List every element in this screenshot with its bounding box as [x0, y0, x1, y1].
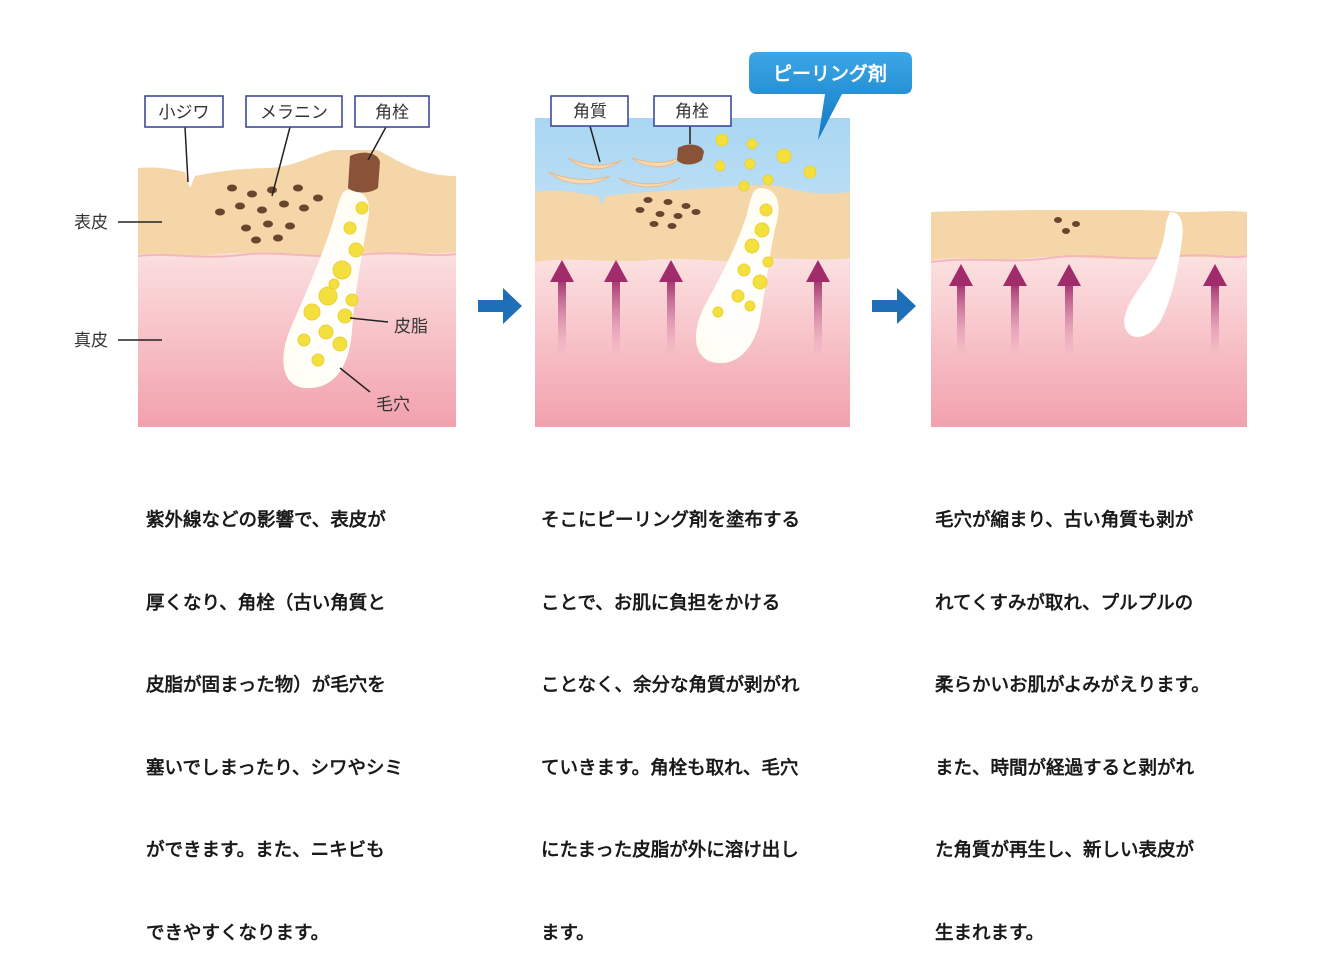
panel1-illustration: [138, 150, 456, 427]
panel2-desc-line: ことで、お肌に負担をかける: [541, 592, 781, 614]
dermis-edge-3: [931, 254, 1247, 263]
plug-label-box: [354, 95, 430, 128]
panel3-desc-line: れてくすみが取れ、プルプルの: [935, 592, 1194, 614]
peeling-callout-bubble: [749, 52, 912, 140]
pore-label: 毛穴: [376, 395, 410, 415]
panel1-desc-line: 厚くなり、角栓（古い角質と: [146, 592, 386, 614]
floating-keratin-plug: [677, 144, 704, 165]
plug-label-box-2: [653, 95, 732, 127]
epidermis-layer: [138, 150, 456, 256]
plug-label-2: 角栓: [675, 102, 709, 122]
panel2-callouts: 角質 角栓 ピーリング剤: [550, 52, 912, 163]
panel1-description: 紫外線などの影響で、表皮が 厚くなり、角栓（古い角質と 皮脂が固まった物）が毛穴…: [146, 452, 403, 975]
panel1-desc-line: 皮脂が固まった物）が毛穴を: [146, 675, 386, 696]
dermis-layer-3: [931, 250, 1247, 427]
panel3-desc-line: 生まれます。: [935, 922, 1045, 944]
step-arrow-1: [478, 288, 522, 324]
skin-peeling-diagram: 小ジワ メラニン 角栓 表皮 真皮 皮脂 毛穴: [74, 52, 1247, 427]
dermis-layer-2: [535, 250, 850, 427]
keratin-plug: [348, 152, 380, 193]
panel1-desc-line: 紫外線などの影響で、表皮が: [146, 510, 386, 531]
panel2-desc-line: にたまった皮脂が外に溶け出し: [541, 840, 799, 861]
wrinkle-label-box: [144, 95, 224, 128]
pore-3: [1124, 212, 1183, 337]
regeneration-arrows-3: [949, 264, 1227, 354]
panel2-desc-line: ます。: [541, 922, 595, 944]
panel3-desc-line: 柔らかいお肌がよみがえります。: [935, 675, 1210, 696]
panel2-description: そこにピーリング剤を塗布する ことで、お肌に負担をかける ことなく、余分な角質が…: [541, 452, 800, 975]
melanin-label: メラニン: [260, 103, 328, 123]
panel1-callouts: 小ジワ メラニン 角栓 表皮 真皮 皮脂 毛穴: [74, 95, 430, 415]
panel2-illustration: [535, 118, 850, 427]
wrinkle-label: 小ジワ: [159, 103, 210, 123]
melanin-dots-2: [635, 197, 701, 229]
sebum-particles-2: [712, 133, 817, 318]
regeneration-arrows-2: [550, 260, 830, 354]
epidermis-layer-2: [535, 185, 850, 262]
melanin-dots-3: [1054, 217, 1080, 234]
panel3-desc-line: また、時間が経過すると剥がれ: [935, 757, 1195, 779]
panel3-illustration: [931, 210, 1247, 427]
panel3-desc-line: た角質が再生し、新しい表皮が: [935, 840, 1195, 861]
epidermis-layer-3: [931, 210, 1247, 260]
dermis-label: 真皮: [74, 331, 108, 351]
dermis-edge: [138, 252, 456, 258]
panel1-desc-line: できやすくなります。: [146, 922, 330, 944]
flaking-keratin: [547, 155, 685, 188]
melanin-label-box: [245, 95, 343, 128]
panel3-description: 毛穴が縮まり、古い角質も剥が れてくすみが取れ、プルプルの 柔らかいお肌がよみが…: [935, 452, 1210, 975]
sebum-label: 皮脂: [394, 317, 428, 337]
panel1-desc-line: 塞いでしまったり、シワやシミ: [146, 757, 403, 779]
panel2-desc-line: ことなく、余分な角質が剥がれ: [541, 675, 800, 696]
panel3-desc-line: 毛穴が縮まり、古い角質も剥が: [935, 510, 1194, 531]
keratin-label-box: [550, 95, 629, 127]
peeling-agent-label: ピーリング剤: [773, 62, 887, 85]
sebum-particles: [297, 201, 369, 367]
plug-label: 角栓: [375, 103, 409, 123]
epidermis-label: 表皮: [74, 213, 108, 233]
panel1-desc-line: ができます。また、ニキビも: [146, 840, 385, 861]
melanin-dots: [215, 184, 323, 244]
panel2-desc-line: そこにピーリング剤を塗布する: [541, 510, 801, 531]
panel2-desc-line: ていきます。角栓も取れ、毛穴: [541, 757, 799, 779]
step-arrow-2: [872, 288, 916, 324]
keratin-label: 角質: [573, 102, 607, 122]
